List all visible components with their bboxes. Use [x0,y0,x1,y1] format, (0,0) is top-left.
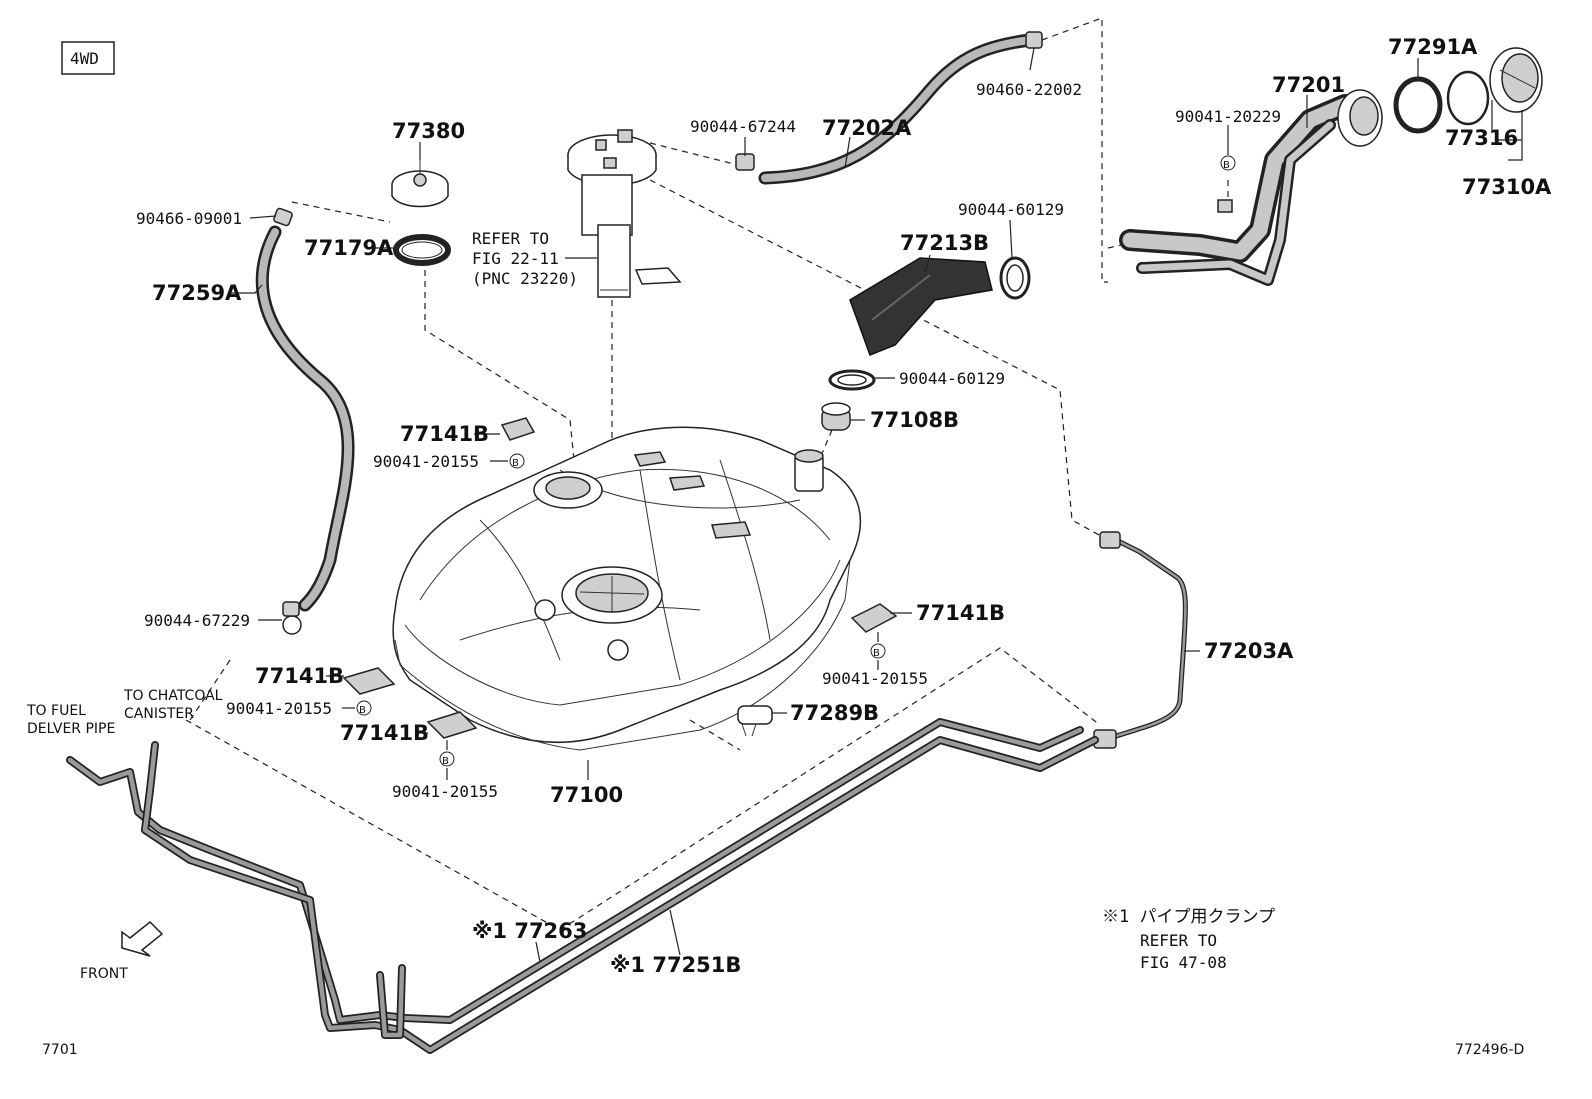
label-to-canister-line2: CANISTER [124,706,194,722]
label-90041-20155-lower: 90041-20155 [392,782,498,801]
label-to-fuel-line1: TO FUEL [26,703,86,719]
svg-text:B: B [512,458,519,469]
fuel-pipes-bottom [66,718,1099,1054]
4wd-badge: 4WD [61,41,115,75]
label-77141b-left: 77141B [255,664,344,688]
bolt-mark-icon: B [1220,155,1236,171]
label-77179a: 77179A [304,236,394,260]
grommet-77108b [821,402,851,431]
label-90041-20155-top: 90041-20155 [373,452,479,471]
label-77203a: 77203A [1204,639,1294,663]
pad-77141b-lower [426,711,478,739]
label-refer-fig-22-line1: REFER TO [472,229,549,248]
label-90044-67244: 90044-67244 [690,117,796,136]
label-90044-60129-bottom: 90044-60129 [899,369,1005,388]
label-to-canister-line1: TO CHATCOAL [123,688,223,704]
fuel-cap-77310a [1489,47,1543,113]
label-77259a: 77259A [152,281,242,305]
gasket-77179a [393,234,451,266]
corner-code-right: 772496-D [1455,1042,1524,1058]
pad-77141b-left [342,667,396,695]
label-90041-20155-right: 90041-20155 [822,669,928,688]
label-77108b: 77108B [870,408,959,432]
label-front: FRONT [80,966,128,982]
gasket-77316 [1446,70,1490,126]
note-fig-47-08: FIG 47-08 [1140,953,1227,972]
clamp-77289b [737,705,773,737]
fuel-pump-assembly [567,129,682,298]
label-90044-60129-top: 90044-60129 [958,200,1064,219]
label-77141b-right: 77141B [916,601,1005,625]
label-77141b-lower: 77141B [340,721,429,745]
corner-code-left: 7701 [42,1042,78,1058]
leader-lines [228,47,1523,963]
label-77202a: 77202A [822,116,912,140]
gasket-77291a [1393,76,1443,134]
label-to-fuel-line2: DELVER PIPE [27,721,115,737]
label-77310a: 77310A [1462,175,1552,199]
bolt-mark-icon: B [439,751,455,767]
label-77100: 77100 [550,783,623,807]
note-pipe-clamp: ※1 パイプ用クランプ [1102,907,1275,927]
label-90044-67229: 90044-67229 [144,611,250,630]
svg-text:B: B [359,705,366,716]
pad-77141b-right [850,603,898,633]
svg-text:B: B [1223,160,1230,171]
label-77291a: 77291A [1388,35,1478,59]
label-77251b: ※1 77251B [610,953,741,977]
bolt-mark-icon: B [509,453,525,469]
bolt-mark-icon: B [870,643,886,659]
label-77201: 77201 [1272,73,1345,97]
label-77380: 77380 [392,119,465,143]
svg-text:B: B [873,648,880,659]
label-77289b: 77289B [790,701,879,725]
label-77316: 77316 [1445,126,1518,150]
filler-neck-77201 [1119,89,1383,286]
label-77141b-top: 77141B [400,422,489,446]
vent-hose-77259a [255,207,355,635]
label-77263: ※1 77263 [472,919,587,943]
bolt-marks: B B B B B [356,155,1236,767]
fuel-tank-77100 [392,426,862,751]
sender-cap-77380 [391,160,449,208]
4wd-badge-label: 4WD [70,49,99,68]
label-90466-09001: 90466-09001 [136,209,242,228]
front-arrow-icon [121,920,164,957]
label-refer-fig-22-line3: (PNC 23220) [472,269,578,288]
label-90041-20155-left: 90041-20155 [226,699,332,718]
part-labels: 77380 90466-09001 77179A 77259A REFER TO… [26,35,1552,1058]
svg-text:B: B [442,756,449,767]
pad-77141b-top [500,417,536,441]
tube-77203a [1093,531,1188,749]
note-refer-to: REFER TO [1140,931,1217,950]
filler-hose-77213b [828,256,1031,391]
label-refer-fig-22-line2: FIG 22-11 [472,249,559,268]
label-90460-22002: 90460-22002 [976,80,1082,99]
hose-77202a [735,31,1043,185]
bolt-mark-icon: B [356,700,372,716]
label-77213b: 77213B [900,231,989,255]
label-90041-20229: 90041-20229 [1175,107,1281,126]
